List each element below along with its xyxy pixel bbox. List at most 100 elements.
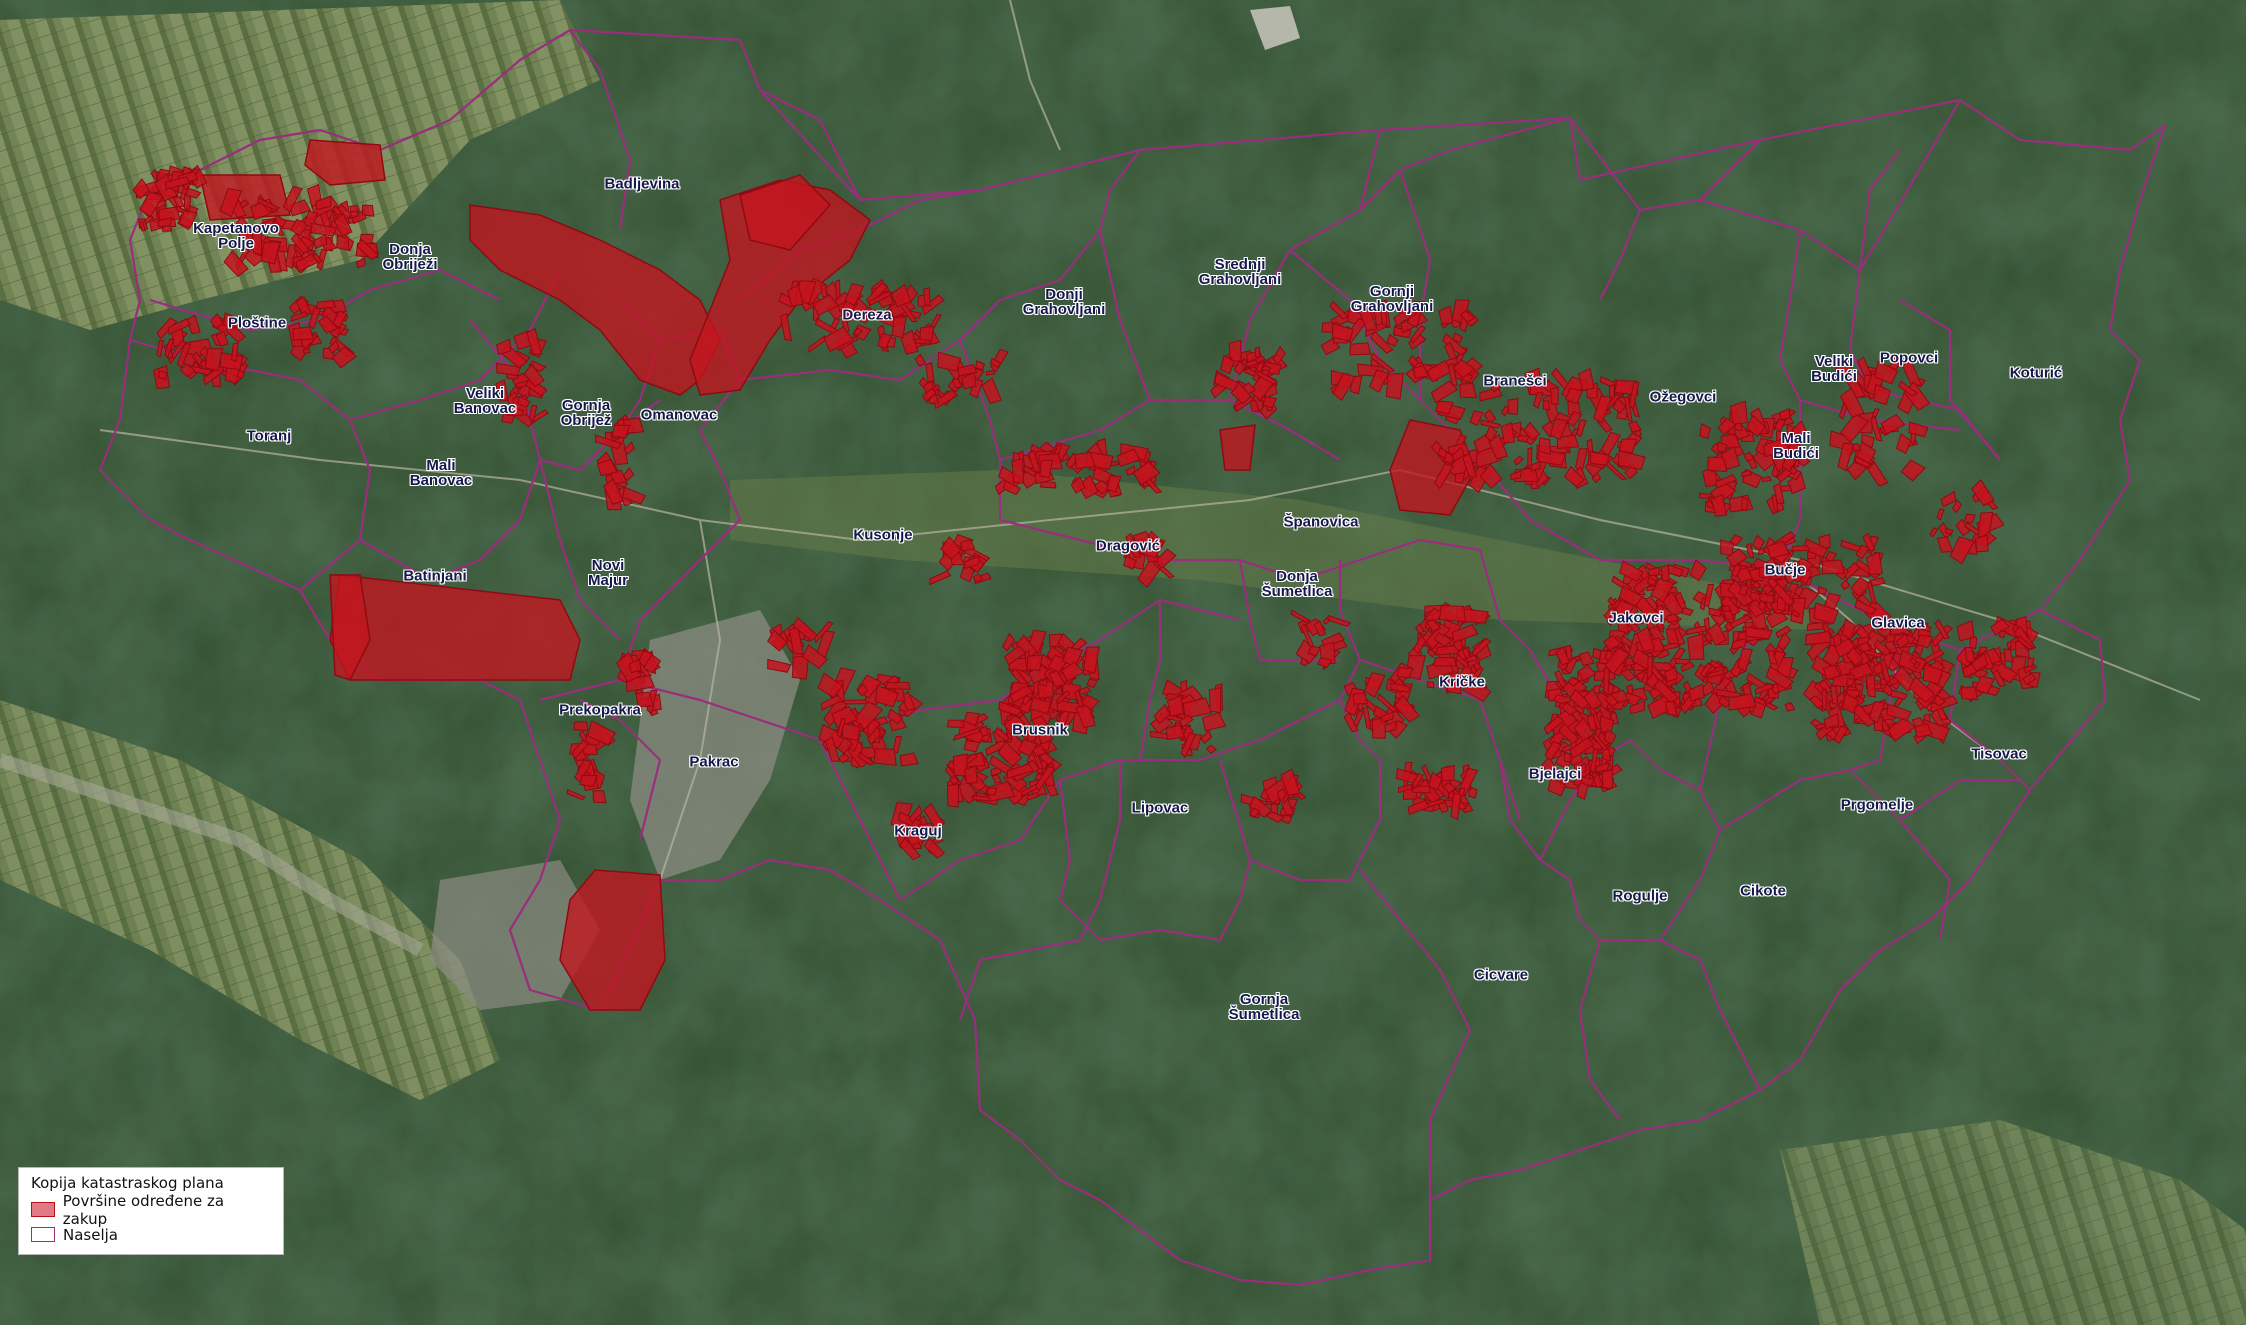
lease-parcel bbox=[899, 329, 919, 355]
lease-parcel bbox=[940, 535, 962, 560]
settlement-label-novi-majur: Novi Majur bbox=[587, 557, 629, 589]
lease-parcel bbox=[1061, 646, 1084, 668]
lease-parcel bbox=[1956, 619, 1975, 642]
lease-parcel bbox=[1771, 493, 1779, 513]
legend-item-label: Naselja bbox=[63, 1225, 118, 1244]
lease-parcel bbox=[979, 725, 989, 737]
lease-parcel bbox=[204, 347, 224, 372]
lease-parcel bbox=[1349, 342, 1372, 356]
lease-parcel bbox=[1430, 380, 1459, 404]
lease-parcel bbox=[1900, 459, 1926, 482]
lease-parcel bbox=[1975, 534, 1989, 553]
lease-parcel bbox=[1839, 413, 1870, 444]
lease-parcel bbox=[1765, 665, 1794, 690]
lease-parcel bbox=[1201, 711, 1227, 732]
lease-parcel bbox=[517, 395, 531, 409]
lease-parcel bbox=[1442, 781, 1457, 794]
lease-parcel bbox=[1516, 434, 1530, 443]
lease-parcel bbox=[1573, 762, 1587, 778]
lease-parcel bbox=[1773, 482, 1785, 505]
lease-parcel bbox=[178, 210, 198, 229]
lease-parcel bbox=[1813, 602, 1839, 625]
lease-parcel bbox=[1934, 618, 1951, 640]
lease-parcel bbox=[1011, 457, 1025, 484]
lease-parcel bbox=[1886, 703, 1913, 722]
lease-parcel bbox=[302, 347, 311, 354]
lease-parcel bbox=[898, 709, 907, 717]
lease-parcel bbox=[1178, 714, 1194, 728]
lease-parcel bbox=[1788, 557, 1815, 584]
settlement-label-srednji-grahovljani: Srednji Grahovljani bbox=[1198, 256, 1282, 288]
lease-parcel bbox=[1233, 360, 1246, 376]
lease-parcel bbox=[856, 683, 869, 697]
settlement-label-veliki-budici: Veliki Budići bbox=[1811, 353, 1857, 385]
lease-parcel bbox=[2013, 625, 2037, 652]
lease-parcel bbox=[1890, 689, 1908, 700]
lease-parcel bbox=[1741, 469, 1753, 478]
lease-parcel bbox=[1573, 778, 1583, 787]
lease-parcel bbox=[1003, 714, 1026, 735]
lease-parcel bbox=[1745, 626, 1773, 640]
lease-parcel bbox=[1596, 762, 1610, 773]
lease-parcel bbox=[1048, 670, 1067, 687]
settlement-label-branesci: Branešci bbox=[1483, 372, 1547, 390]
lease-parcel bbox=[1371, 716, 1386, 739]
lease-parcel bbox=[1606, 607, 1620, 627]
lease-parcel bbox=[1575, 448, 1589, 472]
lease-parcel bbox=[1438, 604, 1467, 623]
lease-parcel bbox=[820, 283, 828, 298]
lease-parcel bbox=[164, 176, 191, 190]
lease-parcel bbox=[1027, 449, 1042, 473]
lease-parcel bbox=[1394, 694, 1420, 723]
lease-parcel bbox=[231, 342, 239, 363]
lease-parcel bbox=[1720, 594, 1741, 616]
lease-parcel bbox=[1543, 715, 1565, 735]
lease-parcel bbox=[1845, 678, 1856, 687]
lease-parcel bbox=[1440, 764, 1455, 782]
lease-parcel bbox=[1249, 807, 1261, 819]
lease-parcel bbox=[1936, 508, 1945, 521]
lease-parcel-block bbox=[689, 179, 871, 396]
lease-parcel bbox=[1542, 399, 1551, 411]
lease-parcel bbox=[817, 672, 843, 699]
lease-parcel bbox=[767, 658, 792, 673]
lease-parcel bbox=[315, 195, 332, 211]
lease-parcel bbox=[1123, 554, 1137, 570]
lease-parcel bbox=[1603, 666, 1611, 696]
lease-parcel bbox=[1368, 369, 1390, 393]
lease-parcel bbox=[333, 212, 353, 237]
lease-parcel bbox=[1887, 716, 1916, 742]
lease-parcel bbox=[1699, 423, 1712, 440]
lease-parcel bbox=[1745, 414, 1766, 438]
lease-parcel bbox=[1471, 637, 1492, 658]
lease-parcel bbox=[332, 310, 348, 329]
lease-parcel bbox=[1834, 637, 1858, 658]
lease-parcel bbox=[1376, 693, 1399, 713]
lease-parcel bbox=[1564, 465, 1585, 488]
lease-parcel bbox=[1060, 661, 1085, 682]
lease-parcel bbox=[921, 294, 945, 316]
lease-parcel bbox=[2016, 635, 2035, 650]
lease-parcel bbox=[1510, 470, 1522, 481]
lease-parcel-block bbox=[329, 574, 371, 681]
lease-parcel bbox=[209, 313, 224, 330]
lease-parcel bbox=[876, 333, 893, 350]
settlement-label-kapetanovo-polje: Kapetanovo Polje bbox=[193, 220, 279, 252]
lease-parcel bbox=[592, 790, 607, 804]
lease-parcel bbox=[1731, 564, 1743, 578]
lease-parcel bbox=[139, 191, 164, 218]
lease-parcel bbox=[1601, 769, 1614, 789]
lease-parcel bbox=[303, 210, 319, 229]
lease-parcel bbox=[361, 204, 375, 217]
lease-parcel bbox=[1732, 637, 1747, 650]
lease-parcel bbox=[1789, 465, 1798, 476]
farmland-southeast bbox=[1780, 1120, 2246, 1325]
lease-parcel bbox=[1407, 799, 1431, 816]
settlement-label-lipovac: Lipovac bbox=[1131, 799, 1189, 817]
lease-parcel bbox=[328, 339, 340, 354]
lease-parcel bbox=[628, 658, 642, 674]
lease-parcel bbox=[1862, 532, 1876, 552]
settlement-label-cicvare: Cicvare bbox=[1473, 966, 1529, 984]
lease-parcel bbox=[528, 405, 538, 422]
